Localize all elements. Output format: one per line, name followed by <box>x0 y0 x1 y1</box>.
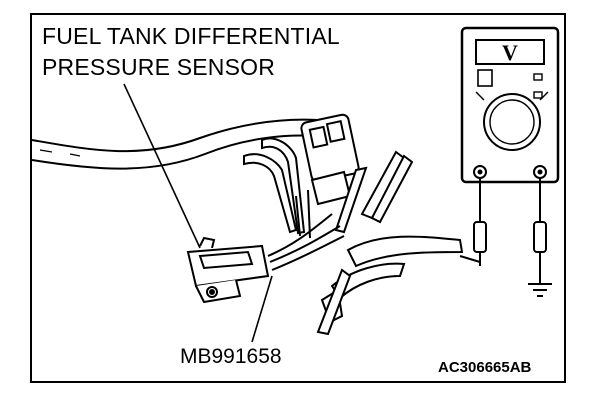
meter-display-symbol: V <box>502 40 518 65</box>
harness-connector <box>300 113 360 206</box>
wire-bundle <box>267 189 345 271</box>
tool-label: MB991658 <box>180 345 282 368</box>
alligator-clips <box>316 235 464 336</box>
meter-probes <box>459 178 547 284</box>
sensor-label-line2: PRESSURE SENSOR <box>42 54 276 80</box>
pressure-sensor <box>186 236 270 304</box>
ground-icon <box>528 283 552 297</box>
figure-border <box>30 13 566 383</box>
sensor-label-line1: FUEL TANK DIFFERENTIAL <box>42 23 340 49</box>
figure-code: AC306665AB <box>438 359 532 376</box>
leader-lines <box>123 83 273 343</box>
probe-leads <box>243 137 414 235</box>
harness-hose <box>31 118 319 170</box>
multimeter <box>460 26 560 184</box>
